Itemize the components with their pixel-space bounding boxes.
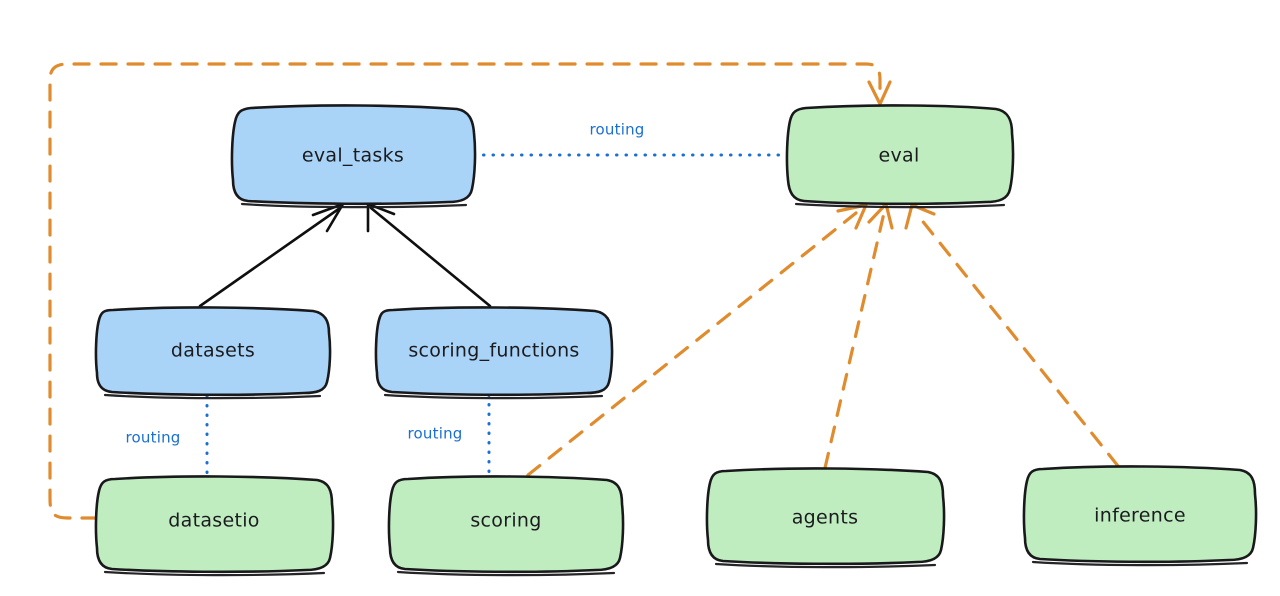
node-label: scoring [470, 510, 541, 532]
node-sketch-shadow [714, 562, 937, 569]
edge-label-layer: routing routing routing [126, 121, 645, 447]
edge-scoring-to-eval [526, 203, 868, 477]
edge-datasetio-to-eval [48, 62, 892, 520]
dependency-edge-path [526, 211, 858, 477]
edge-inference-to-eval [904, 203, 1120, 468]
node-agents[interactable]: agents [705, 467, 946, 569]
node-shape [387, 475, 625, 574]
node-shape [705, 467, 946, 566]
edge-label-routing-scoring: routing [408, 425, 463, 443]
node-label: eval_tasks [302, 145, 404, 167]
node-label: scoring_functions [408, 340, 579, 362]
node-shape [230, 104, 477, 206]
dependency-edge-path [48, 62, 882, 520]
node-inference[interactable]: inference [1022, 465, 1258, 567]
node-sketch-shadow [794, 202, 1006, 209]
node-sketch-shadow [396, 570, 616, 577]
node-label: inference [1094, 505, 1186, 527]
node-shape [1022, 465, 1258, 564]
node-shape [94, 306, 332, 397]
node-datasets[interactable]: datasets [94, 306, 332, 400]
node-shape [785, 104, 1015, 206]
arrowhead-into-eval-top [867, 80, 892, 106]
node-sketch-shadow [383, 393, 604, 400]
node-datasetio[interactable]: datasetio [94, 475, 335, 577]
node-sketch-shadow [1031, 560, 1249, 567]
node-layer: eval_tasks eval datasets scoring_functio… [94, 104, 1258, 577]
dependency-edge-path [914, 211, 1120, 468]
edge-datasets-to-eval-tasks [198, 202, 345, 308]
edge-label-routing-datasetio: routing [126, 429, 181, 447]
node-sketch-shadow [103, 393, 322, 400]
node-label: datasetio [168, 510, 259, 532]
node-eval-tasks[interactable]: eval_tasks [230, 104, 477, 209]
edge-label-routing-eval: routing [590, 121, 645, 139]
edge-scoring-functions-to-eval-tasks [366, 202, 492, 308]
node-label: agents [792, 507, 859, 529]
node-sketch-shadow [103, 570, 326, 577]
arrowhead-into-eval-bottom-left [836, 203, 868, 230]
node-scoring[interactable]: scoring [387, 475, 625, 577]
dependency-edge-path [823, 211, 886, 470]
arrowhead-into-eval-bottom-right [904, 203, 936, 230]
edge-layer [48, 62, 1120, 520]
node-eval[interactable]: eval [785, 104, 1015, 209]
node-label: datasets [171, 340, 255, 362]
composition-edge-path [198, 206, 342, 308]
node-label: eval [878, 145, 919, 167]
node-shape [374, 306, 614, 397]
node-sketch-shadow [240, 202, 468, 209]
node-shape [94, 475, 335, 574]
composition-edge-path [369, 206, 492, 308]
edge-agents-to-eval [823, 202, 894, 470]
node-scoring-functions[interactable]: scoring_functions [374, 306, 614, 400]
